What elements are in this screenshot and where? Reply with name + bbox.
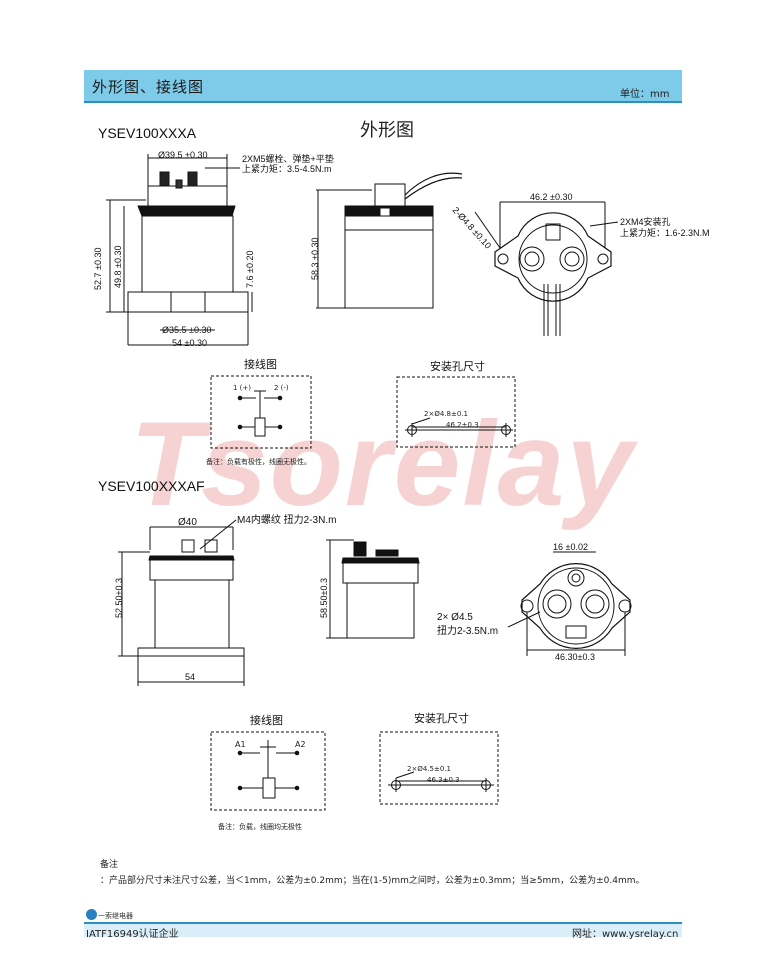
- website-link[interactable]: 网址：www.ysrelay.cn: [572, 929, 679, 940]
- mounting-title-a: 安装孔尺寸: [430, 360, 485, 373]
- dim-flange-height: 7.6 ±0.20: [245, 250, 255, 288]
- side-view-af: [326, 539, 420, 639]
- thread-note: M4内螺纹 扭力2-3N.m: [237, 515, 337, 526]
- top-view-a: [474, 201, 619, 336]
- drawing-title: 外形图: [360, 120, 414, 141]
- dim-total-height: 52.7 ±0.30: [93, 247, 103, 290]
- screw-note-2: 上紧力矩：3.5-4.5N.m: [242, 164, 332, 174]
- model-label-af: YSEV100XXXAF: [98, 478, 205, 494]
- pin2-label: 2 (-): [274, 384, 289, 392]
- brand-name: 一索继电器: [98, 912, 133, 920]
- side-view-a: [316, 172, 463, 309]
- pin1-label: 1 (+): [233, 384, 252, 392]
- certification-label: IATF16949认证企业: [86, 929, 179, 940]
- dim-hole-span: 46.2 ±0.30: [530, 192, 573, 202]
- unit-label: 单位：mm: [620, 89, 670, 100]
- mount-hole-label-a: 2×Ø4.8±0.1: [424, 410, 468, 418]
- dim-side-height-af: 58.50±0.3: [319, 578, 329, 618]
- mounting-holes-af: [379, 731, 499, 805]
- notes-text: ：产品部分尺寸未注尺寸公差，当＜1mm，公差为±0.2mm；当在(1-5)mm之…: [100, 876, 645, 886]
- dim-width-af: 54: [185, 672, 196, 682]
- dim-top-diameter-af: Ø40: [178, 517, 197, 528]
- dim-body-height: 49.8 ±0.30: [113, 245, 123, 288]
- mounting-title-af: 安装孔尺寸: [414, 712, 469, 725]
- a2-label: A2: [295, 740, 306, 749]
- front-view-af: [118, 519, 245, 686]
- front-view-a: [106, 154, 253, 346]
- hole-note-1: 2× Ø4.5: [437, 612, 473, 623]
- wiring-title-a: 接线图: [244, 358, 277, 371]
- brand-logo-icon: [86, 909, 97, 920]
- mount-note-2: 上紧力矩：1.6-2.3N.M: [620, 228, 710, 238]
- dim-hole-span-af: 46.30±0.3: [555, 652, 595, 662]
- dim-top-span-af: 16 ±0.02: [553, 542, 588, 552]
- mount-note-1: 2XM4安装孔: [620, 217, 671, 227]
- wiring-note-af: 备注：负载，线圈均无极性: [218, 823, 302, 831]
- header-bar: [84, 70, 682, 103]
- mount-span-label-a: 46.2±0.3: [446, 421, 479, 429]
- a1-label: A1: [235, 740, 246, 749]
- notes-title: 备注: [100, 860, 119, 870]
- footer-divider: [84, 922, 682, 924]
- mounting-holes-a: [396, 376, 516, 448]
- hole-note-2: 扭力2-3.5N.m: [437, 626, 499, 637]
- footer-bar: [84, 924, 682, 937]
- dim-width: 54 ±0.30: [172, 338, 207, 348]
- wiring-note-a: 备注：负载有极性，线圈无极性。: [206, 458, 311, 466]
- wiring-diagram-a: [210, 375, 312, 449]
- top-view-af: [507, 551, 632, 656]
- mount-span-label-af: 46.3±0.3: [427, 776, 460, 784]
- dim-side-height: 58.3 ±0.30: [310, 237, 320, 280]
- wiring-diagram-af: [210, 731, 326, 811]
- dim-total-height-af: 52.50±0.3: [114, 578, 124, 618]
- dim-bottom-diameter: Ø35.5 ±0.30: [162, 325, 212, 335]
- model-label-a: YSEV100XXXA: [98, 125, 197, 141]
- wiring-title-af: 接线图: [250, 714, 283, 727]
- screw-note-1: 2XM5螺栓、弹垫+平垫: [242, 154, 334, 164]
- dim-top-diameter: Ø39.5 ±0.30: [158, 150, 208, 160]
- watermark-logo: Tsorelay: [130, 397, 636, 531]
- page-title: 外形图、接线图: [92, 78, 205, 96]
- mount-hole-label-af: 2×Ø4.5±0.1: [407, 765, 451, 773]
